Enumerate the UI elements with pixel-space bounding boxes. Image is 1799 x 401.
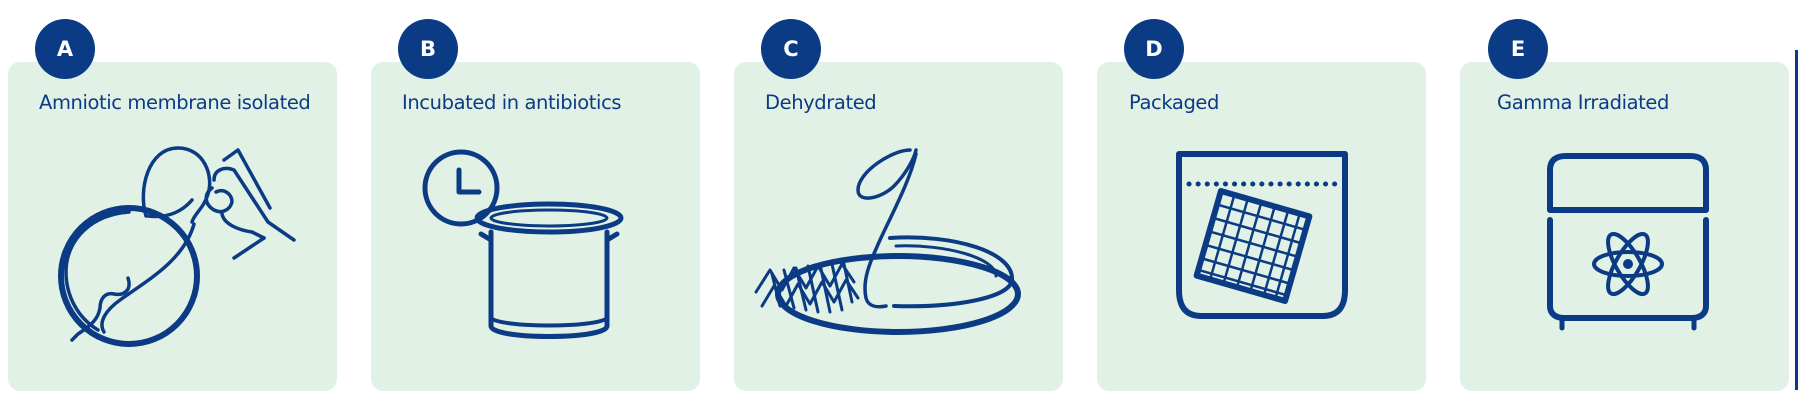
step-a-title: Amniotic membrane isolated (39, 91, 311, 114)
panel-edge-divider (1795, 50, 1798, 390)
step-c-title: Dehydrated (765, 91, 877, 114)
irradiation-cabinet-atom-icon (1460, 130, 1789, 370)
step-e-title: Gamma Irradiated (1497, 91, 1669, 114)
petri-dish-with-mesh-icon (734, 130, 1063, 370)
step-e-badge: E (1488, 19, 1548, 79)
step-e-panel (1460, 62, 1789, 391)
step-b-title: Incubated in antibiotics (402, 91, 622, 114)
sealed-pouch-icon (1097, 130, 1426, 370)
clock-and-pot-icon (371, 130, 700, 370)
step-a-badge: A (35, 19, 95, 79)
step-d-panel (1097, 62, 1426, 391)
placenta-and-forceps-icon (8, 130, 337, 370)
step-c-panel (734, 62, 1063, 391)
step-c-badge: C (761, 19, 821, 79)
step-d-badge: D (1124, 19, 1184, 79)
step-b-badge: B (398, 19, 458, 79)
step-d-title: Packaged (1129, 91, 1220, 114)
